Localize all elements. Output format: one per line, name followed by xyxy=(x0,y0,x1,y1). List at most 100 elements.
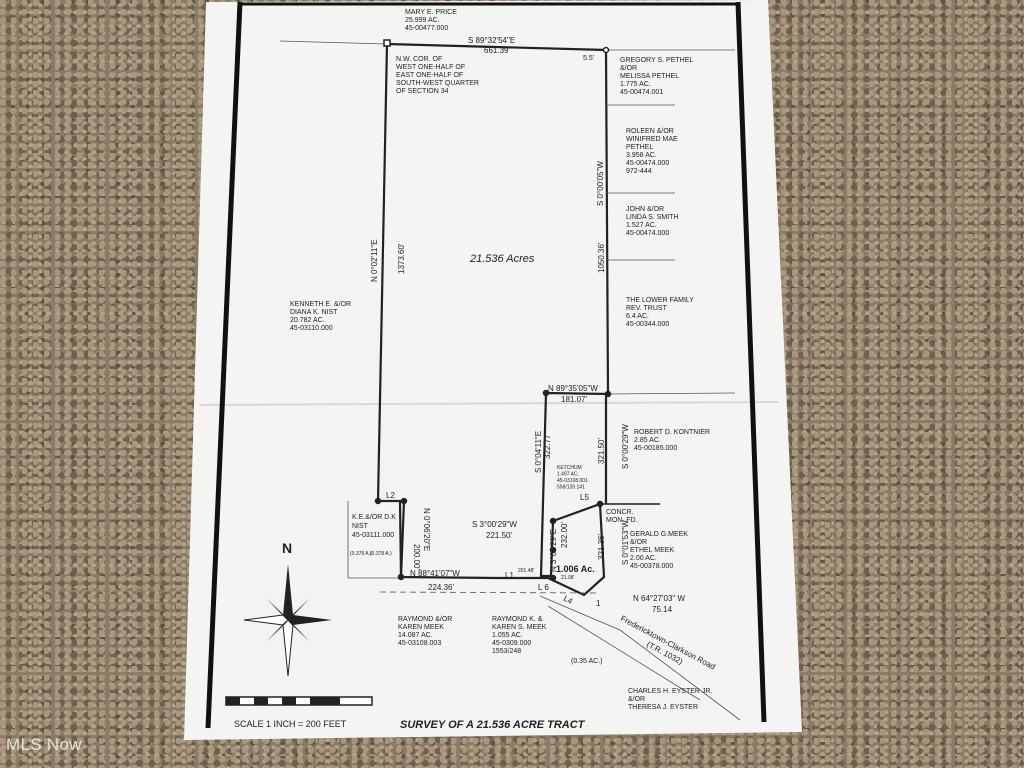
adjoiner-lines xyxy=(279,40,741,721)
owner-eyster-line: &/OR xyxy=(628,696,645,703)
owner-lower-trust-line: THE LOWER FAMILY xyxy=(626,297,694,304)
owner-raymond-meek-line: 14.087 AC. xyxy=(398,632,433,639)
bearing-mid-right: S 0°00'29"W xyxy=(621,424,630,469)
owner-roleen-pethel-line: 45-00474.000 xyxy=(626,160,669,167)
monument-nw xyxy=(383,39,391,47)
monument-mid xyxy=(542,389,550,397)
monument-n3 xyxy=(549,546,557,554)
owner-ketchum-line: 1.497 AC. xyxy=(557,472,579,478)
acreage-small: 1.006 Ac. xyxy=(556,564,595,574)
owner-gerald-meek-line: GERALD G.MEEK xyxy=(630,531,688,538)
owner-john-smith-line: 1.527 AC. xyxy=(626,222,657,229)
owner-eyster-line: THERESA J. EYSTER xyxy=(628,704,698,711)
owner-raymond-k-meek-line: 45-0309.000 xyxy=(492,640,531,647)
monument-l6 xyxy=(549,574,557,582)
line-l5: L5 xyxy=(580,493,589,502)
distance-bottom: 224.36' xyxy=(428,583,454,592)
monument-e xyxy=(604,390,612,398)
owner-kontnier-line: ROBERT D. KONTNIER xyxy=(634,429,710,436)
owner-gregory-pethel-line: 45-00474.001 xyxy=(620,89,663,96)
bearing-left: N 0°02'11"E xyxy=(370,239,379,282)
line-l1: L1 xyxy=(505,571,514,580)
distance-top: 661.39' xyxy=(484,46,510,55)
bearing-n64: N 64°27'03" W xyxy=(633,594,685,603)
owner-raymond-meek-line: KAREN MEEK xyxy=(398,624,444,631)
owner-john-smith-line: 45-00474.000 xyxy=(626,230,669,237)
owner-kenneth-nist-line: 20.782 AC. xyxy=(290,317,325,324)
owner-kontnier-line: 45-00185.000 xyxy=(634,445,677,452)
survey-title: SURVEY OF A 21.536 ACRE TRACT xyxy=(400,719,586,731)
bearing-right-upper: S 0°00'05"W xyxy=(596,161,605,206)
owner-roleen-pethel-line: PETHEL xyxy=(626,144,653,151)
distance-mid-left: 322.77' xyxy=(543,433,552,459)
owner-raymond-k-meek-line: RAYMOND K. & xyxy=(492,616,543,623)
owner-ke-nist-line: 45-03111.000 xyxy=(352,532,394,539)
distance-5-5: 5.5' xyxy=(583,55,594,62)
acreage-main: 21.536 Acres xyxy=(469,253,535,265)
frame-left xyxy=(205,1,243,729)
distance-mid-top: 181.07' xyxy=(561,395,587,404)
north-arrow-icon xyxy=(243,564,332,677)
owner-mary-price-line: 45-00477.000 xyxy=(405,25,448,32)
distance-mid-right: 321.50' xyxy=(597,438,606,464)
owner-kenneth-nist-line: DIANA K. NIST xyxy=(290,309,338,316)
distance-left: 1373.60' xyxy=(397,243,406,274)
small-area-1: (0.378 A.) xyxy=(350,551,372,557)
north-label: N xyxy=(282,540,292,556)
bearing-bottom: N 88°41'07"W xyxy=(410,569,460,578)
corner-note-line: N.W. COR. OF xyxy=(396,56,442,63)
distance-n3: 232.00' xyxy=(560,522,569,548)
owner-raymond-k-meek-line: 1.055 AC. xyxy=(492,632,523,639)
bearing-s3: S 3°00'29"W xyxy=(472,520,517,529)
owner-kenneth-nist-line: KENNETH E. &/OR xyxy=(290,301,351,308)
frame-right xyxy=(735,1,767,723)
owner-roleen-pethel-line: 3.958 AC. xyxy=(626,152,657,159)
concrete-monument-line: CONCR. xyxy=(606,509,634,516)
road-area: (0.35 AC.) xyxy=(571,658,603,665)
owner-gerald-meek-line: 45-00378.000 xyxy=(630,563,673,570)
scale-bar xyxy=(225,696,373,706)
corner-note-line: WEST ONE-HALF OF xyxy=(396,64,465,71)
distance-n64: 75.14 xyxy=(652,605,673,614)
owner-ke-nist-line: NIST xyxy=(352,523,369,530)
bearing-mid-left: S 0°04'11"E xyxy=(534,431,543,473)
owner-ketchum-line: 45-03108.001 xyxy=(557,478,588,484)
corner-note-line: SOUTH-WEST QUARTER xyxy=(396,80,479,87)
owner-gerald-meek-line: &/OR xyxy=(630,539,647,546)
bearing-nist: N 0°06'20"E xyxy=(422,508,431,551)
owner-gerald-meek-line: ETHEL MEEK xyxy=(630,547,674,554)
monument-ne xyxy=(602,46,610,54)
distance-s3: 221.50' xyxy=(486,531,512,540)
small-area-2: (0.378 A.) xyxy=(370,551,392,557)
mls-watermark: MLS Now xyxy=(6,735,82,754)
owner-gregory-pethel-line: MELISSA PETHEL xyxy=(620,73,679,80)
owner-raymond-meek-line: RAYMOND &/OR xyxy=(398,616,452,623)
bearing-top: S 89°32'54"E xyxy=(468,36,515,45)
owner-mary-price-line: 25.999 AC. xyxy=(405,17,440,24)
owner-raymond-k-meek-line: 1553/248 xyxy=(492,648,521,655)
distance-21: 21.08' xyxy=(561,575,575,581)
owner-john-smith-line: JOHN &/OR xyxy=(626,206,664,213)
owner-eyster-line: CHARLES H. EYSTER JR. xyxy=(628,688,712,695)
owner-kenneth-nist-line: 45-03110.000 xyxy=(290,325,333,332)
owner-raymond-k-meek-line: KAREN S. MEEK xyxy=(492,624,547,631)
distance-201: 201.48' xyxy=(518,568,534,574)
concrete-monument-line: MON. FD. xyxy=(606,517,638,524)
owner-roleen-pethel-line: WINIFRED MAE xyxy=(626,136,678,143)
line-1: 1 xyxy=(596,599,601,608)
distance-nist: 200.00' xyxy=(412,544,421,570)
bearing-lower-right: S 0°01'53"W xyxy=(621,520,630,565)
owner-ketchum-line: 558/139.141 xyxy=(557,485,585,491)
owner-lower-trust-line: 45-00344.000 xyxy=(626,321,669,328)
monument-l5 xyxy=(596,500,604,508)
line-l2: L2 xyxy=(386,491,395,500)
owner-kontnier-line: 2.85 AC. xyxy=(634,437,661,444)
owner-gregory-pethel-line: 1.775 AC. xyxy=(620,81,651,88)
owner-lower-trust-line: 6.4 AC. xyxy=(626,313,649,320)
owner-gregory-pethel-line: &/OR xyxy=(620,65,637,72)
distance-lower-right: 321.36' xyxy=(597,534,606,560)
monument-s3 xyxy=(549,517,557,525)
tract-boundary xyxy=(376,42,660,597)
owner-mary-price-line: MARY E. PRICE xyxy=(405,9,457,16)
